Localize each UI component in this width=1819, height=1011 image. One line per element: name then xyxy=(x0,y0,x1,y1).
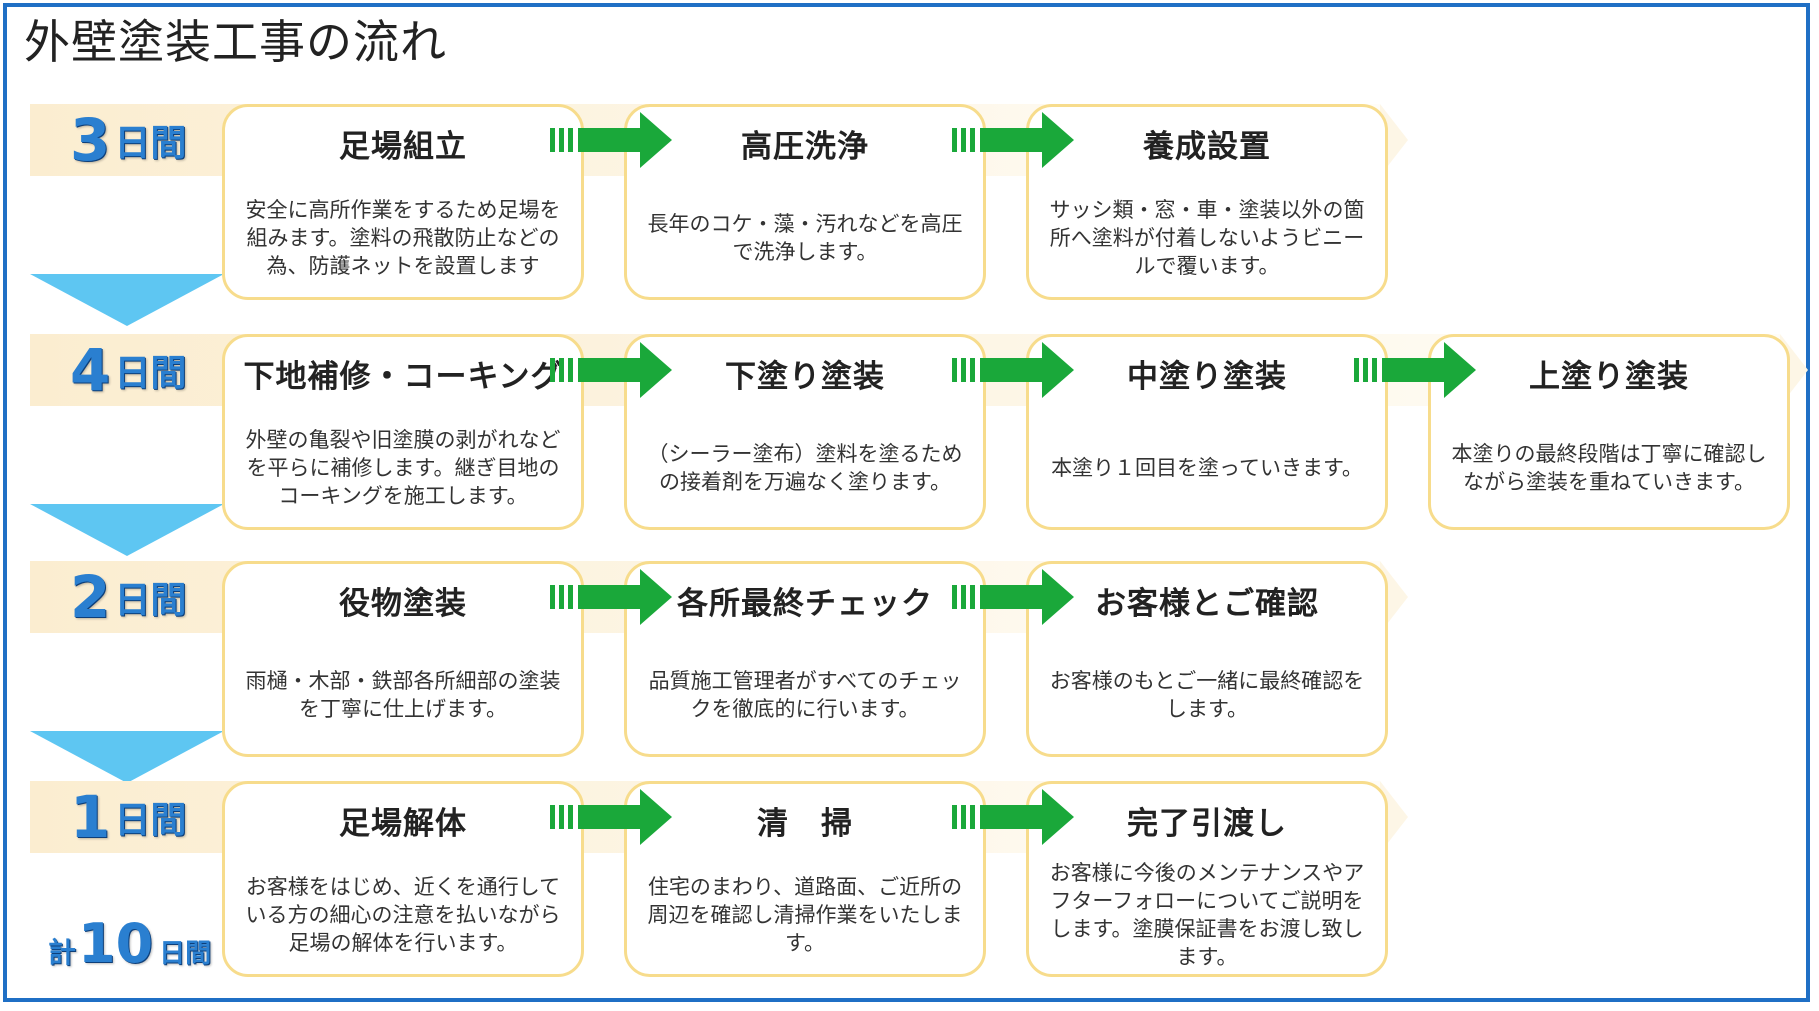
duration-unit: 日間 xyxy=(114,353,187,394)
total-prefix: 計 xyxy=(48,936,77,969)
down-arrow-icon xyxy=(30,504,224,556)
step-card: お客様とご確認お客様のもとご一緒に最終確認をします。 xyxy=(1026,561,1388,757)
step-title: 高圧洗浄 xyxy=(741,128,869,165)
step-description: （シーラー塗布）塗料を塗るための接着剤を万遍なく塗ります。 xyxy=(647,442,963,494)
down-arrow-icon xyxy=(30,274,224,326)
duration-number: 1 xyxy=(70,783,111,851)
step-description: サッシ類・窓・車・塗装以外の箇所へ塗料が付着しないようビニールで覆います。 xyxy=(1049,198,1365,278)
total-duration: 計 10 日間 xyxy=(48,912,212,975)
step-card: 養成設置サッシ類・窓・車・塗装以外の箇所へ塗料が付着しないようビニールで覆います… xyxy=(1026,104,1388,300)
step-description: 住宅のまわり、道路面、ご近所の周辺を確認し清掃作業をいたします。 xyxy=(647,875,963,955)
process-arrow-icon xyxy=(550,569,672,625)
total-number: 10 xyxy=(78,912,154,975)
duration-unit: 日間 xyxy=(114,800,187,841)
step-description: お客様に今後のメンテナンスやアフターフォローについてご説明をします。塗膜保証書を… xyxy=(1049,861,1365,969)
process-arrow-icon xyxy=(952,112,1074,168)
step-title: 役物塗装 xyxy=(339,585,467,622)
step-card: 役物塗装雨樋・木部・鉄部各所細部の塗装を丁寧に仕上げます。 xyxy=(222,561,584,757)
step-title: 下地補修・コーキング xyxy=(243,358,563,395)
step-title: 中塗り塗装 xyxy=(1127,358,1287,395)
step-description: 外壁の亀裂や旧塗膜の剥がれなどを平らに補修します。継ぎ目地のコーキングを施工しま… xyxy=(245,428,561,508)
step-description: 本塗り１回目を塗っていきます。 xyxy=(1051,456,1363,480)
process-arrow-icon xyxy=(952,569,1074,625)
step-description: 雨樋・木部・鉄部各所細部の塗装を丁寧に仕上げます。 xyxy=(245,669,561,721)
process-arrow-icon xyxy=(952,789,1074,845)
page-frame xyxy=(3,3,1810,1002)
step-title: 完了引渡し xyxy=(1127,805,1287,842)
process-arrow-icon xyxy=(952,342,1074,398)
step-title: お客様とご確認 xyxy=(1095,585,1319,622)
duration-number: 4 xyxy=(70,336,111,404)
duration-unit: 日間 xyxy=(114,123,187,164)
step-title: 各所最終チェック xyxy=(677,585,933,622)
process-arrow-icon xyxy=(1354,342,1476,398)
step-description: お客様のもとご一緒に最終確認をします。 xyxy=(1049,669,1365,721)
step-card: 完了引渡しお客様に今後のメンテナンスやアフターフォローについてご説明をします。塗… xyxy=(1026,781,1388,977)
duration-number: 2 xyxy=(70,563,111,631)
step-title: 足場組立 xyxy=(339,128,467,165)
step-description: 安全に高所作業をするため足場を組みます。塗料の飛散防止などの為、防護ネットを設置… xyxy=(245,198,561,278)
step-title: 足場解体 xyxy=(339,805,467,842)
step-card: 各所最終チェック品質施工管理者がすべてのチェックを徹底的に行います。 xyxy=(624,561,986,757)
step-description: お客様をはじめ、近くを通行している方の細心の注意を払いながら足場の解体を行います… xyxy=(245,875,561,955)
duration-number: 3 xyxy=(70,106,111,174)
step-title: 下塗り塗装 xyxy=(725,358,885,395)
duration-unit: 日間 xyxy=(114,580,187,621)
step-card: 下地補修・コーキング外壁の亀裂や旧塗膜の剥がれなどを平らに補修します。継ぎ目地の… xyxy=(222,334,584,530)
step-title: 養成設置 xyxy=(1143,128,1271,165)
step-card: 上塗り塗装本塗りの最終段階は丁寧に確認しながら塗装を重ねていきます。 xyxy=(1428,334,1790,530)
step-card: 足場組立安全に高所作業をするため足場を組みます。塗料の飛散防止などの為、防護ネッ… xyxy=(222,104,584,300)
total-unit: 日間 xyxy=(159,939,212,969)
step-card: 清 掃住宅のまわり、道路面、ご近所の周辺を確認し清掃作業をいたします。 xyxy=(624,781,986,977)
process-arrow-icon xyxy=(550,112,672,168)
step-card: 中塗り塗装本塗り１回目を塗っていきます。 xyxy=(1026,334,1388,530)
process-arrow-icon xyxy=(550,342,672,398)
step-title: 上塗り塗装 xyxy=(1529,358,1689,395)
step-description: 長年のコケ・藻・汚れなどを高圧で洗浄します。 xyxy=(647,212,963,264)
process-arrow-icon xyxy=(550,789,672,845)
page-title: 外壁塗装工事の流れ xyxy=(24,15,447,69)
step-title: 清 掃 xyxy=(757,805,853,842)
step-description: 品質施工管理者がすべてのチェックを徹底的に行います。 xyxy=(648,669,962,721)
down-arrow-icon xyxy=(30,731,224,783)
step-card: 足場解体お客様をはじめ、近くを通行している方の細心の注意を払いながら足場の解体を… xyxy=(222,781,584,977)
step-card: 高圧洗浄長年のコケ・藻・汚れなどを高圧で洗浄します。 xyxy=(624,104,986,300)
step-description: 本塗りの最終段階は丁寧に確認しながら塗装を重ねていきます。 xyxy=(1451,442,1767,494)
step-card: 下塗り塗装 （シーラー塗布）塗料を塗るための接着剤を万遍なく塗ります。 xyxy=(624,334,986,530)
